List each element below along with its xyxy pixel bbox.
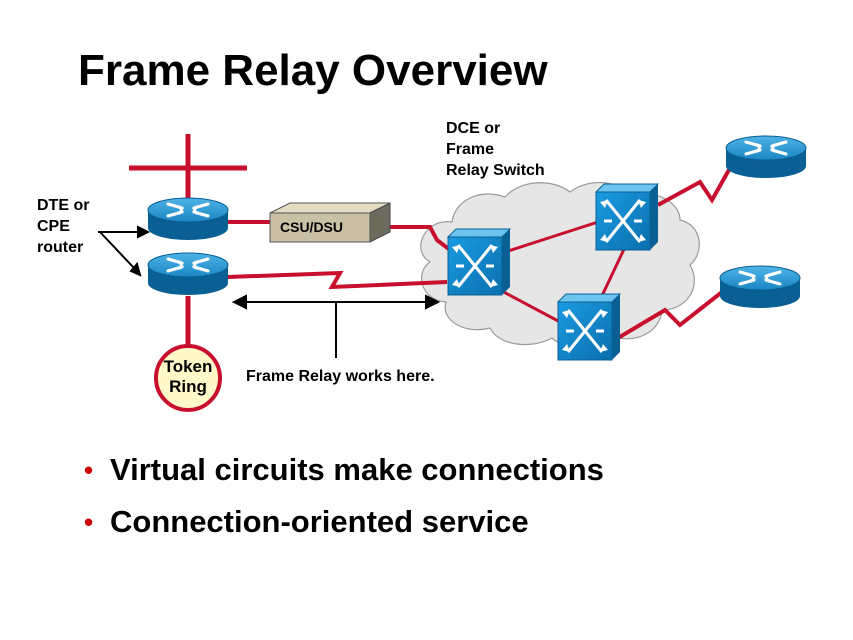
link-switch1-switch3 — [499, 288, 561, 324]
dce-label-line-3: Relay Switch — [446, 162, 545, 179]
fr-switch-1 — [446, 227, 512, 297]
dte-label-line-1: DTE or — [37, 197, 90, 214]
token-ring-label: Token Ring — [160, 357, 216, 397]
frame-relay-scope-arrow — [231, 294, 441, 358]
fr-switch-3 — [556, 292, 622, 362]
slide-title: Frame Relay Overview — [78, 46, 548, 95]
csu-dsu-label: CSU/DSU — [280, 219, 344, 235]
token-ring-label-line-1: Token — [163, 357, 213, 376]
csu-dsu-device — [269, 202, 391, 243]
bullet-item: • Virtual circuits make connections — [84, 444, 604, 496]
dte-label: DTE or CPE router — [37, 195, 89, 258]
dte-label-line-3: router — [37, 239, 84, 256]
link-router2-switch1 — [227, 270, 448, 290]
bullet-text: Virtual circuits make connections — [110, 452, 604, 487]
fr-switch-2 — [594, 182, 660, 252]
link-csu-switch1 — [372, 225, 452, 252]
link-switch2-remote1 — [657, 167, 732, 207]
dte-label-line-2: CPE — [37, 218, 70, 235]
link-switch3-remote2 — [616, 290, 724, 340]
dte-router-1 — [146, 196, 230, 242]
bullet-text: Connection-oriented service — [110, 504, 529, 539]
dce-label-line-2: Frame — [446, 141, 495, 158]
bullet-list: • Virtual circuits make connections • Conn… — [84, 444, 604, 548]
dce-label: DCE or Frame Relay Switch — [446, 118, 545, 181]
link-switch2-switch3 — [598, 244, 628, 301]
token-ring-label-line-2: Ring — [169, 377, 207, 396]
dte-router-2 — [146, 251, 230, 297]
bullet-dot: • — [84, 507, 94, 537]
link-switch1-switch2 — [504, 220, 599, 254]
token-ring-icon — [154, 344, 222, 412]
remote-router-1 — [724, 134, 808, 180]
frame-relay-note: Frame Relay works here. — [246, 368, 435, 385]
dce-label-line-1: DCE or — [446, 120, 501, 137]
remote-router-2 — [718, 264, 802, 310]
bullet-dot: • — [84, 455, 94, 485]
bullet-item: • Connection-oriented service — [84, 496, 604, 548]
dte-arrows — [98, 225, 151, 277]
